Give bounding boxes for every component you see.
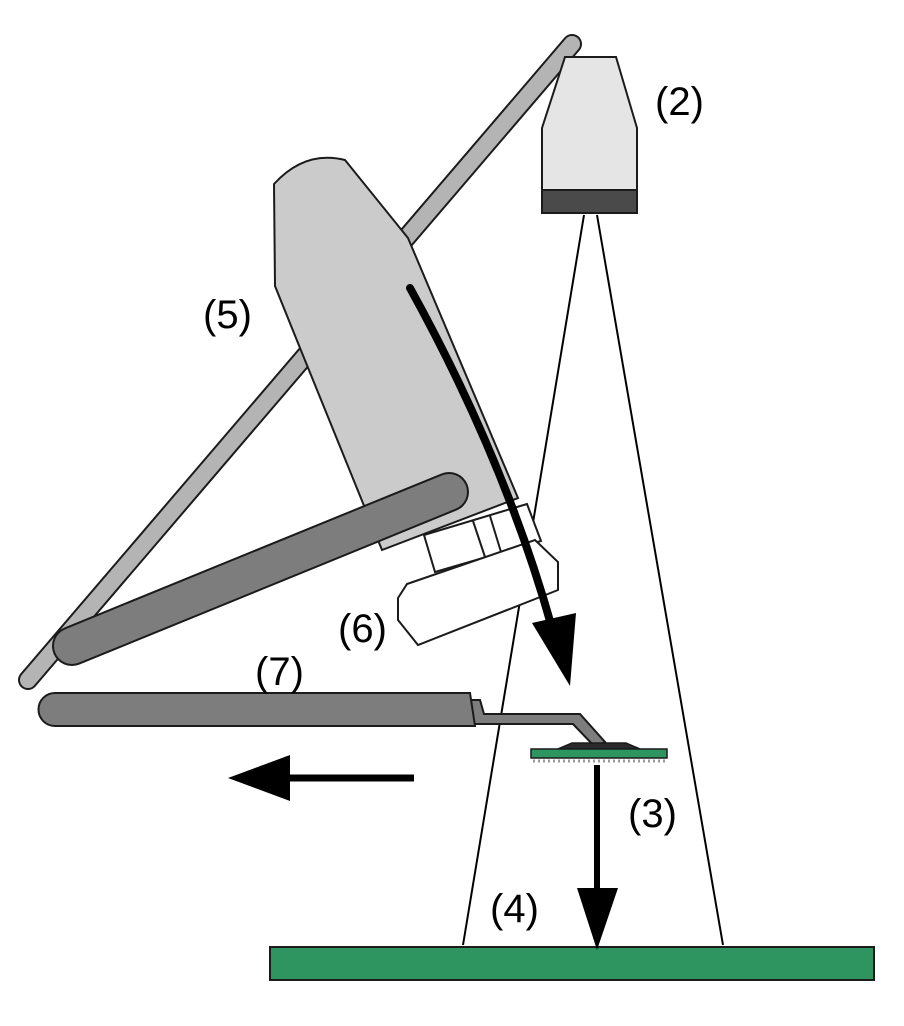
component-board [530,748,668,759]
gripper-divider-2 [489,515,502,553]
dark-arm [54,474,467,664]
label-camera: (2) [655,80,704,124]
component-chip [557,742,641,750]
label-tool-head: (5) [203,293,252,337]
arm-bar [37,692,477,727]
arm-probe [469,699,607,749]
diagonal-strut-fill [20,36,580,688]
tool-head [272,156,520,552]
label-component: (3) [628,792,677,836]
camera-view-line-right [596,214,724,946]
gripper-upper [422,502,543,574]
camera [541,56,638,214]
horizontal-arm [37,692,607,749]
curved-arrow-shaft [406,284,556,632]
left-arrow-head [228,755,290,801]
component [530,742,668,763]
label-board: (4) [490,887,539,931]
gripper-lower [397,538,559,647]
label-gripper: (6) [338,607,387,651]
circuit-board [269,946,875,981]
gripper-divider-1 [472,520,486,558]
label-arm: (7) [255,650,304,694]
gripper [397,502,559,647]
camera-lens [541,189,638,214]
vertical-arrow-head [577,888,618,950]
curved-arrow-head [532,613,576,686]
